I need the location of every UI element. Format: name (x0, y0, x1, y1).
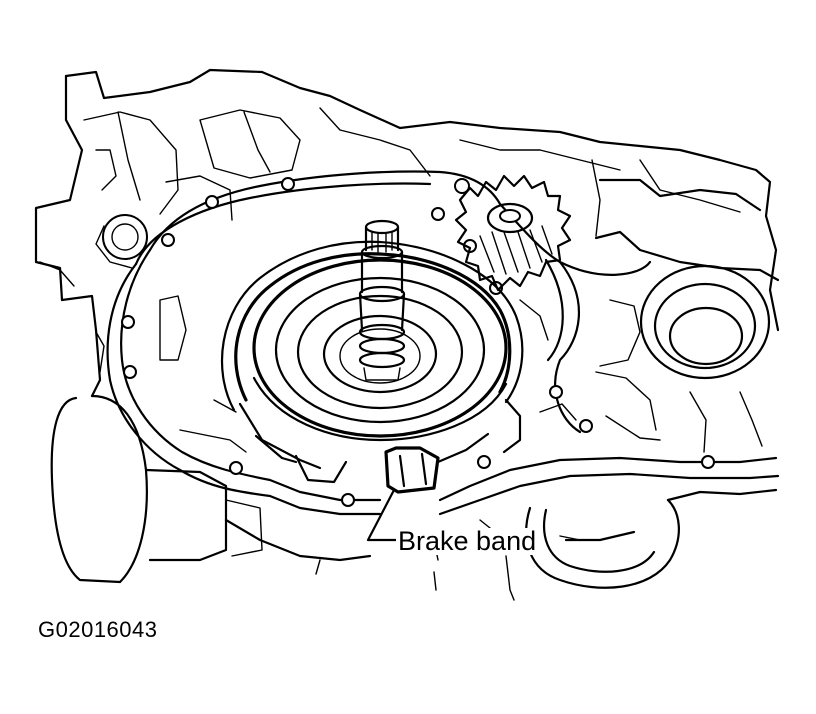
drum-assembly (179, 240, 524, 494)
upper-case-housing (34, 68, 780, 332)
input-shaft (358, 219, 406, 381)
right-housing (519, 178, 780, 453)
brake-band-anchor (384, 432, 490, 494)
left-side-boss (39, 261, 263, 584)
callout-leader-line (366, 488, 636, 542)
brake-band-callout-label: Brake band (396, 526, 539, 556)
gasket-flange (106, 170, 780, 516)
figure-id: G02016043 (38, 617, 158, 642)
bolt-holes (121, 177, 715, 507)
pinion-gear (454, 174, 572, 292)
